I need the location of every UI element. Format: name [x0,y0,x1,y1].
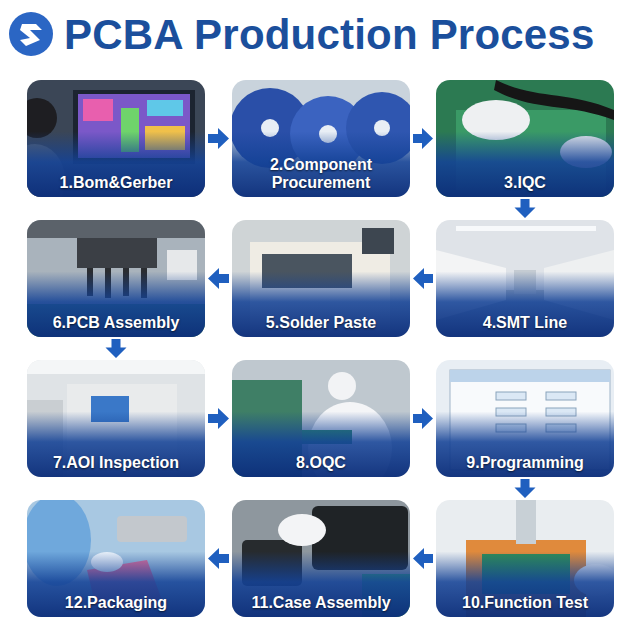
header: PCBA Production Process [64,8,634,62]
title: PCBA Production Process [64,11,594,59]
photo-test-fixture [436,500,614,617]
photo-ground [27,80,205,197]
photo-ground [27,360,205,477]
photo-case-assembly [232,500,410,617]
step-label: 3.IQC [504,174,546,192]
photo-smt-line [436,220,614,337]
flow-arrow [515,199,536,218]
process-step: 1.Bom&Gerber [27,80,205,197]
photo-pick-place [27,220,205,337]
step-label: 10.Function Test [462,594,588,612]
photo-ground [232,80,410,197]
flow-arrow [208,548,229,569]
process-step: 4.SMT Line [436,220,614,337]
step-label: 12.Packaging [65,594,167,612]
logo-mark [20,24,42,46]
step-label: 7.AOI Inspection [53,454,179,472]
flow-arrow [413,408,433,429]
photo-oqc [232,360,410,477]
step-label: 9.Programming [466,454,583,472]
flow-arrow [413,268,433,289]
photo-gerber [27,80,205,197]
photo-ground [436,220,614,337]
step-label: 2.Component Procurement [236,156,406,192]
photo-ground [232,220,410,337]
process-step: 10.Function Test [436,500,614,617]
process-step: 11.Case Assembly [232,500,410,617]
step-label: 4.SMT Line [483,314,567,332]
photo-packaging [27,500,205,617]
logo [9,12,53,56]
process-step: 5.Solder Paste [232,220,410,337]
step-label: 5.Solder Paste [266,314,376,332]
photo-aoi [27,360,205,477]
photo-ground [27,220,205,337]
flow-arrow [413,128,433,149]
step-label: 6.PCB Assembly [53,314,180,332]
flow-arrow [208,128,229,149]
process-step: 3.IQC [436,80,614,197]
process-step: 8.OQC [232,360,410,477]
photo-ground [232,360,410,477]
logo-disc [9,12,53,56]
photo-ground [232,500,410,617]
photo-printer [232,220,410,337]
process-step: 2.Component Procurement [232,80,410,197]
step-label: 1.Bom&Gerber [60,174,173,192]
step-label: 11.Case Assembly [251,594,390,612]
flow-arrow [208,408,229,429]
photo-reels [232,80,410,197]
photo-ground [436,360,614,477]
flow-arrow [515,479,536,498]
process-step: 6.PCB Assembly [27,220,205,337]
flow-arrow [208,268,229,289]
process-step: 7.AOI Inspection [27,360,205,477]
photo-ground [436,500,614,617]
photo-iqc [436,80,614,197]
photo-ground [27,500,205,617]
photo-ground [436,80,614,197]
process-step: 9.Programming [436,360,614,477]
flow-arrow [413,548,433,569]
photo-programming [436,360,614,477]
flow-arrow [106,339,127,358]
step-label: 8.OQC [296,454,346,472]
process-step: 12.Packaging [27,500,205,617]
